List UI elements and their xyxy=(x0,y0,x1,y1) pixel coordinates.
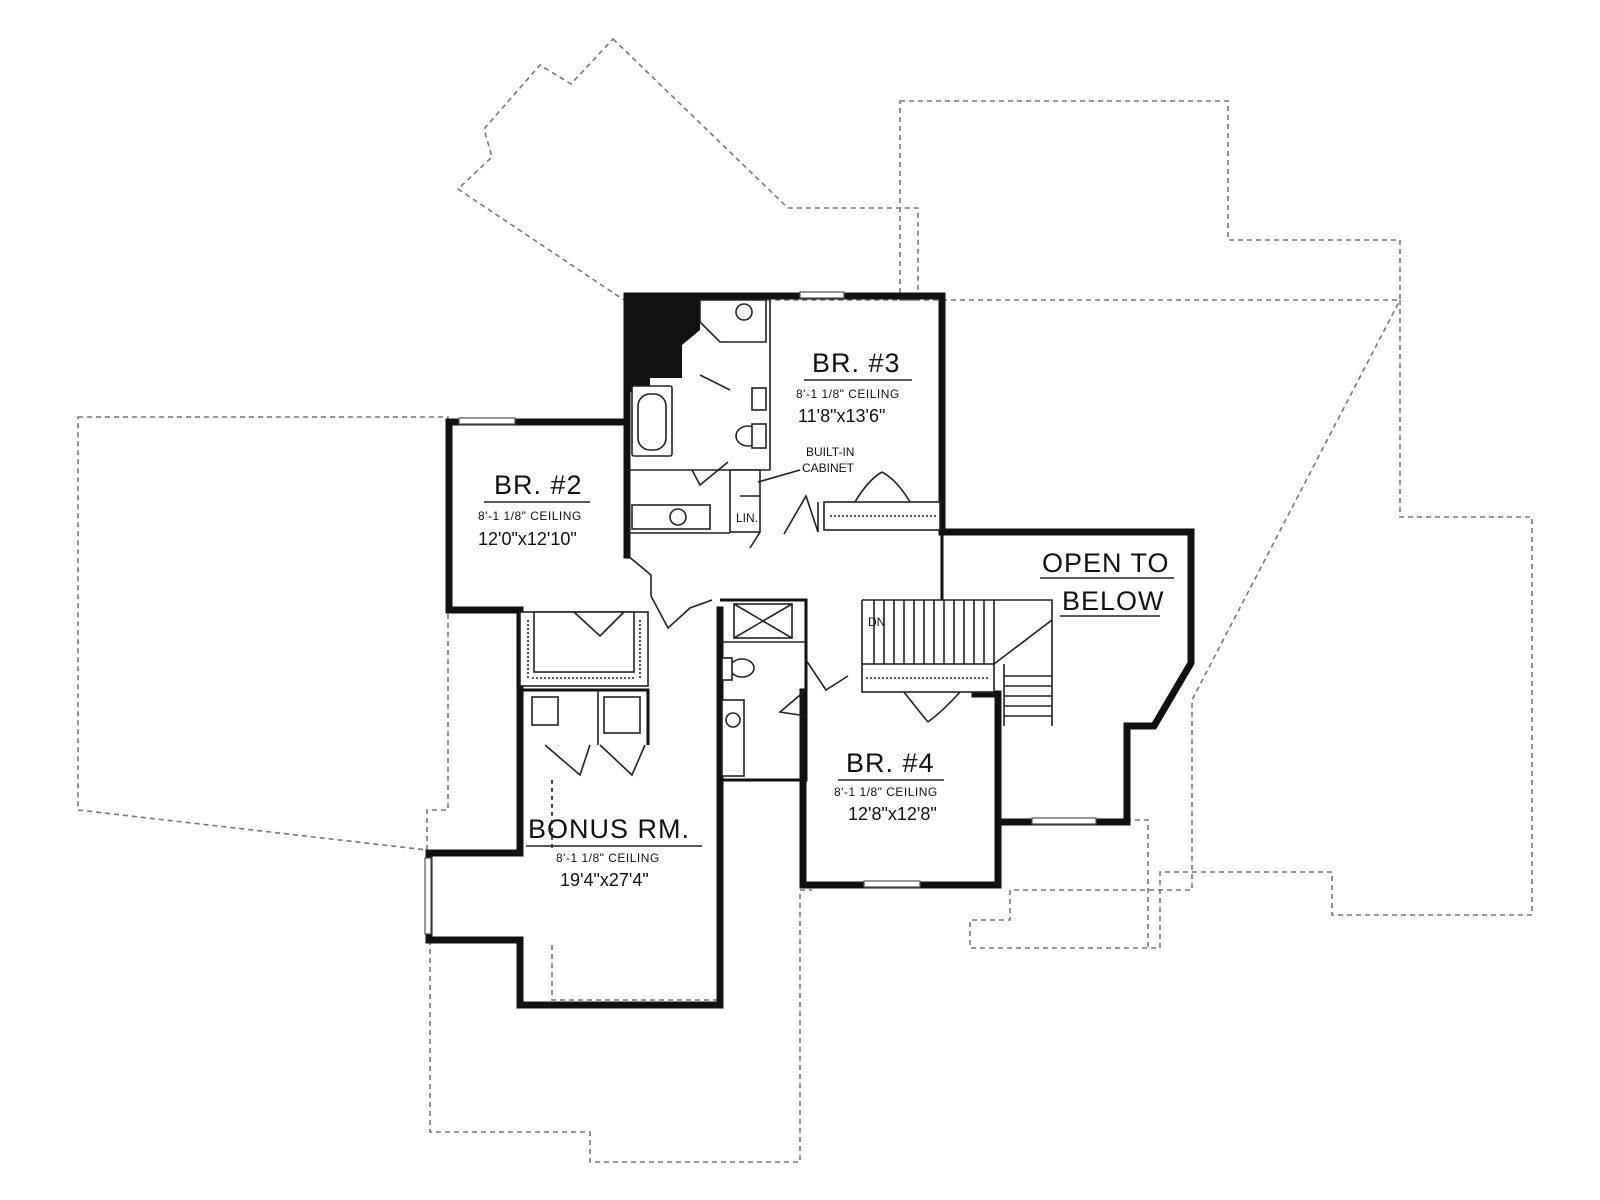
br2-dims: 12'0"x12'10" xyxy=(478,529,577,549)
outline-right-wing xyxy=(969,299,1533,949)
mech-chase xyxy=(627,296,700,392)
hall-doors xyxy=(626,554,713,630)
labels: BR. #3 8'-1 1/8" CEILING 11'8"x13'6" BUI… xyxy=(478,348,1174,890)
wall-br4 xyxy=(971,690,1002,826)
outline-right-notch xyxy=(1000,819,1149,948)
windows xyxy=(424,291,1097,935)
br2-closet xyxy=(519,611,649,687)
br3-dims: 11'8"x13'6" xyxy=(798,406,885,426)
stair-treads xyxy=(873,600,1052,726)
vanity-corner xyxy=(699,299,767,343)
window-br3 xyxy=(799,291,845,299)
open-to-below-line2: BELOW xyxy=(1062,586,1165,616)
window-open-below xyxy=(1031,817,1097,825)
bonus-ceiling: 8'-1 1/8" CEILING xyxy=(556,851,660,865)
bonus-closets xyxy=(531,690,646,850)
wall-bonus xyxy=(425,606,724,1009)
br3-ceiling: 8'-1 1/8" CEILING xyxy=(796,387,900,401)
linen-label: LIN. xyxy=(736,511,758,525)
bath-upper-fixtures xyxy=(627,299,771,549)
br2-ceiling: 8'-1 1/8" CEILING xyxy=(478,509,582,523)
open-to-below-line1: OPEN TO xyxy=(1042,548,1170,578)
sink-corner xyxy=(735,303,753,321)
washer xyxy=(531,696,559,726)
wall-closet-bonus xyxy=(520,688,650,745)
window-bonus xyxy=(424,857,432,935)
toilet-lower xyxy=(729,658,755,678)
vanity-lower xyxy=(721,699,745,777)
br4-ceiling: 8'-1 1/8" CEILING xyxy=(834,785,938,799)
outline-bottom xyxy=(429,889,812,1163)
wall-open-to-below xyxy=(938,528,1195,826)
br4-dims: 12'8"x12'8" xyxy=(848,804,937,824)
window-br2 xyxy=(458,417,516,425)
outline-upper-left-wing xyxy=(456,37,919,301)
linen-closet xyxy=(729,469,761,533)
outline-bottom-inner xyxy=(551,945,720,1001)
dryer xyxy=(603,696,641,734)
bonus-name: BONUS RM. xyxy=(528,814,690,844)
br2-name: BR. #2 xyxy=(494,470,583,500)
br4-closet xyxy=(805,659,995,723)
sink-bottom xyxy=(669,508,687,526)
br3-name: BR. #3 xyxy=(812,348,901,378)
built-in-label-2: CABINET xyxy=(802,461,855,475)
outline-upper-right xyxy=(899,100,1401,301)
wall-br2 xyxy=(445,418,631,614)
built-in-label-1: BUILT-IN xyxy=(806,445,854,459)
br3-closet xyxy=(783,471,941,535)
bath-lower-fixtures xyxy=(720,603,807,777)
br4-name: BR. #4 xyxy=(846,748,935,778)
window-br4 xyxy=(863,880,921,888)
stairs[interactable] xyxy=(861,532,1053,726)
stairs-down-label: DN xyxy=(868,615,885,629)
bonus-dims: 19'4"x27'4" xyxy=(560,870,649,890)
outline-left-wing xyxy=(77,416,449,851)
